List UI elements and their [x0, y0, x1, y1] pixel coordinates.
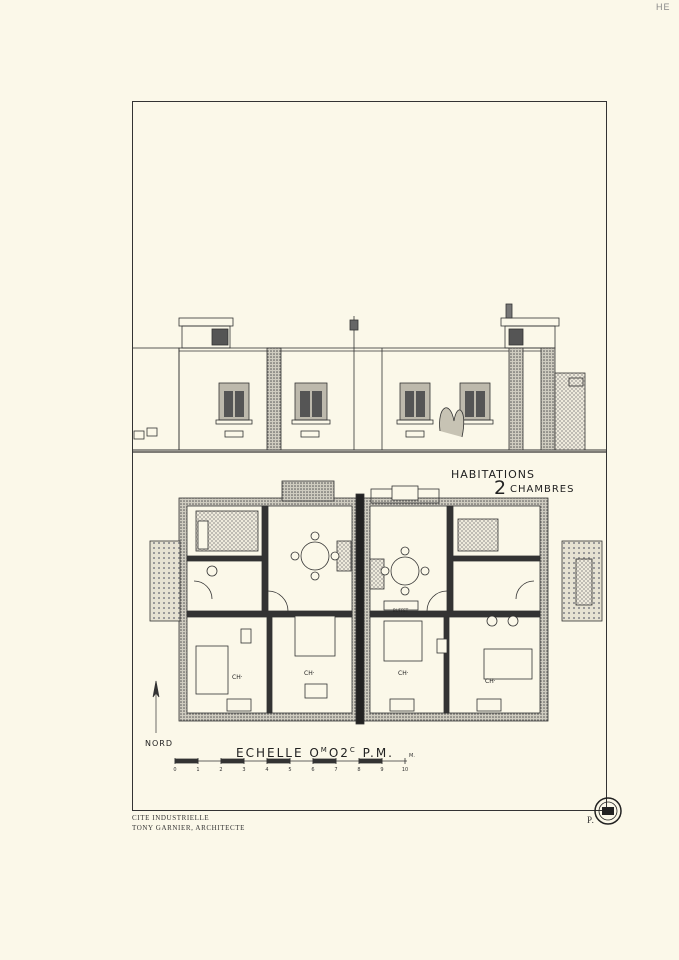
footer-architect: TONY GARNIER, ARCHITECTE: [132, 824, 245, 832]
room-label-ch-4: CH·: [485, 678, 496, 685]
room-label-ch-2: CH·: [304, 670, 315, 677]
library-stamp-icon: [594, 797, 622, 825]
plate-title-number: 2: [494, 477, 507, 499]
scale-tick-9: 9: [380, 767, 383, 773]
scale-tick-8: 8: [357, 767, 360, 773]
scale-tick-7: 7: [334, 767, 337, 773]
north-label: NORD: [145, 739, 173, 748]
plate-frame: [132, 101, 607, 811]
buffet-label: BUFFET: [393, 608, 409, 613]
scale-label: ECHELLE OMO2C P.M.: [236, 746, 394, 760]
plate-title-chambres: CHAMBRES: [510, 484, 575, 495]
plate-title-habitations: HABITATIONS: [451, 468, 535, 481]
elevation-drawing: [132, 303, 607, 451]
scale-tick-5: 5: [288, 767, 291, 773]
scale-tick-6: 6: [311, 767, 314, 773]
footer-page: P.: [587, 815, 595, 825]
room-label-ch-1: CH·: [232, 674, 243, 681]
scale-tick-1: 1: [196, 767, 199, 773]
north-arrow: [152, 680, 160, 733]
scale-tick-0: 0: [173, 767, 176, 773]
scale-tick-2: 2: [219, 767, 222, 773]
scale-tick-3: 3: [242, 767, 245, 773]
floor-plan: [149, 480, 603, 725]
architectural-drawing: 0 1 2 3 4 5 6 7 8 9 10 M. CH· CH· CH· CH…: [132, 303, 607, 811]
scale-tick-4: 4: [265, 767, 268, 773]
corner-mark: HE: [656, 2, 671, 12]
scale-bar: [174, 758, 407, 764]
scale-tick-10: 10: [402, 767, 408, 773]
room-label-ch-3: CH·: [398, 670, 409, 677]
footer-series-title: CITE INDUSTRIELLE: [132, 814, 210, 822]
scale-unit: M.: [409, 753, 415, 759]
